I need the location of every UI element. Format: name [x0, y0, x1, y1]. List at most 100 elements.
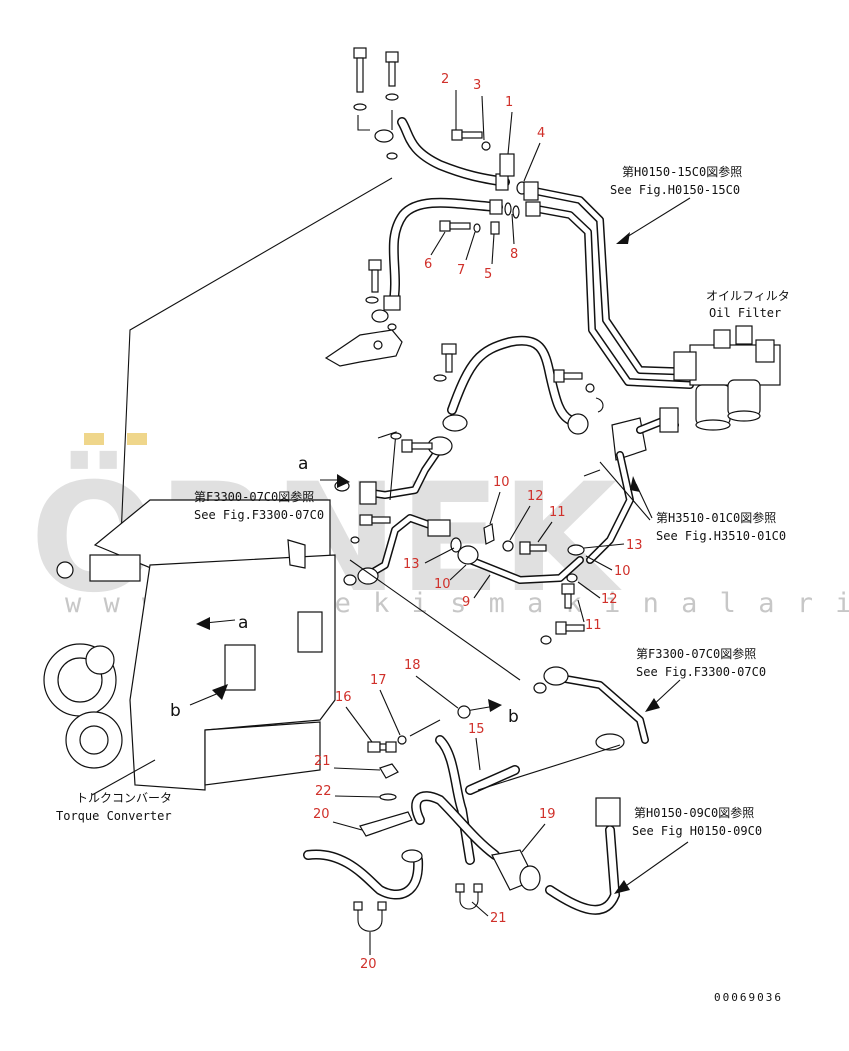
washer-icon: [379, 793, 397, 801]
watermark-dot-icon: [127, 433, 147, 445]
clip-icon: [595, 397, 604, 413]
connection-letter-b: b: [508, 707, 519, 727]
connection-letter-a: a: [238, 613, 248, 633]
arrow-icon: [614, 880, 630, 894]
ref-oil-filter-jp: オイルフィルタ: [706, 289, 790, 303]
part-number-11-a: 11: [549, 505, 566, 520]
part-number-6: 6: [424, 257, 432, 272]
part-number-13-b: 13: [626, 538, 643, 553]
o-ring-icon: [343, 574, 357, 586]
connection-letters: a a b b: [170, 454, 519, 727]
part-number-10-b: 10: [434, 577, 451, 592]
bolt-icon: [401, 439, 433, 453]
flange-icon: [523, 181, 539, 201]
ref-f3300-a-jp: 第F3300-07C0図参照: [194, 489, 314, 504]
part-number-13-a: 13: [403, 557, 420, 572]
flange-icon: [357, 567, 379, 585]
washer-icon: [481, 141, 491, 151]
part-number-3: 3: [473, 78, 481, 93]
hose-lower: [388, 197, 503, 310]
ref-h3510-jp: 第H3510-01C0図参照: [656, 510, 776, 525]
flange-icon: [442, 414, 468, 432]
arrow-icon: [630, 476, 640, 492]
mount-bracket-icon: [324, 329, 403, 367]
part-number-11-b: 11: [585, 618, 602, 633]
port-block-icon: [297, 611, 323, 653]
washer-icon: [387, 323, 397, 331]
bolt-icon: [385, 51, 399, 101]
part-number-12-a: 12: [527, 489, 544, 504]
port-block-icon: [224, 644, 256, 691]
hose-fitting-icon: [383, 295, 401, 311]
o-ring-icon: [504, 202, 512, 216]
upper-hose-assembly: [119, 47, 528, 561]
part-number-19: 20: [313, 807, 330, 822]
bolt-icon: [451, 129, 483, 141]
ref-h3510-en: See Fig.H3510-01C0: [656, 529, 786, 543]
torque-converter: [43, 474, 502, 791]
flange-icon: [525, 201, 541, 217]
ref-torque-converter-jp: トルクコンバータ: [76, 791, 172, 805]
washer-icon: [365, 296, 379, 304]
part-number-12-b: 12: [601, 592, 618, 607]
flange-icon: [659, 407, 679, 433]
washer-icon: [540, 635, 552, 645]
bracket-icon: [89, 554, 141, 582]
hose-end-icon: [401, 849, 423, 863]
washer-icon: [433, 374, 447, 382]
reference-leaders: [91, 197, 691, 894]
arrow-icon: [645, 698, 660, 712]
ref-h0150-09c0-en: See Fig H0150-09C0: [632, 824, 762, 838]
part-number-20-b: 21: [490, 911, 507, 926]
part-number-15: 16: [335, 690, 352, 705]
connection-letter-b: b: [170, 701, 181, 721]
hose-fitting-icon: [489, 199, 503, 215]
clamp-icon: [374, 129, 394, 143]
part-number-16: 17: [370, 673, 387, 688]
washer-icon: [386, 152, 398, 160]
ref-h0150-09c0-jp: 第H0150-09C0図参照: [634, 805, 754, 820]
part-number-callouts: 2 3 1 4 6 7 5 8 10 12 11 13 10 9 13 10 1…: [313, 72, 643, 972]
part-number-2: 2: [441, 72, 449, 87]
flange-icon: [427, 519, 451, 537]
bolt-icon: [368, 259, 382, 293]
bolt-icon: [561, 583, 575, 609]
drawing-code: 00069036: [714, 991, 783, 1004]
arrow-icon: [212, 684, 228, 700]
washer-icon: [502, 540, 514, 552]
flange-icon: [595, 797, 621, 827]
clip-icon: [483, 523, 495, 545]
bracket-icon: [499, 153, 515, 177]
washer-icon: [390, 432, 402, 440]
plug-icon: [457, 705, 471, 719]
bracket-icon: [359, 811, 413, 837]
o-ring-icon: [512, 205, 520, 219]
ref-h0150-15c0-jp: 第H0150-15C0図参照: [622, 164, 742, 179]
flange-icon: [359, 481, 377, 505]
bolt-icon: [359, 514, 391, 526]
bolt-icon: [555, 621, 585, 635]
bolt-icon: [553, 369, 583, 383]
clamp-icon: [371, 309, 389, 323]
bolt-icon: [490, 221, 500, 235]
ref-f3300-b-en: See Fig.F3300-07C0: [636, 665, 766, 679]
arrow-icon: [337, 474, 350, 488]
arrow-icon: [196, 617, 210, 630]
ref-torque-converter-en: Torque Converter: [56, 809, 172, 823]
part-number-1: 1: [505, 95, 513, 110]
ref-f3300-b-jp: 第F3300-07C0図参照: [636, 646, 756, 661]
part-number-7: 7: [457, 263, 465, 278]
ref-h0150-15c0-en: See Fig.H0150-15C0: [610, 183, 740, 197]
part-number-21: 21: [314, 754, 331, 769]
flange-icon: [567, 413, 589, 435]
flange-icon: [567, 544, 585, 556]
o-ring-icon: [533, 682, 547, 694]
flange-icon: [543, 666, 569, 686]
washer-icon: [473, 223, 481, 233]
part-number-22: 22: [315, 784, 332, 799]
washer-icon: [566, 573, 578, 583]
washer-icon: [585, 383, 595, 393]
washer-icon: [350, 536, 360, 544]
reference-labels: 第H0150-15C0図参照 See Fig.H0150-15C0 オイルフィル…: [56, 164, 790, 838]
